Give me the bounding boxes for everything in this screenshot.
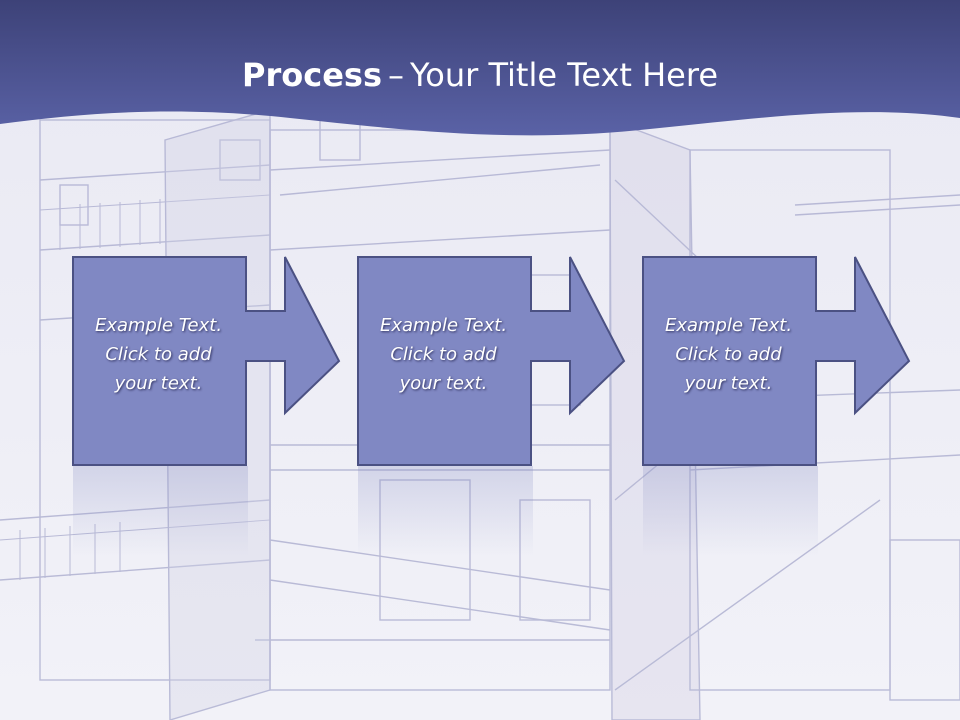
slide-title[interactable]: Process–Your Title Text Here [0, 52, 960, 98]
step-1-reflection [73, 466, 248, 556]
process-step-2[interactable]: Example Text. Click to add your text. [356, 255, 628, 469]
title-strong: Process [242, 56, 382, 94]
step-text-line-1: Example Text. [379, 315, 508, 336]
step-text-line-3: your text. [114, 373, 203, 394]
header-banner [0, 0, 960, 136]
step-text[interactable]: Example Text. Click to add your text. [356, 311, 531, 398]
step-text[interactable]: Example Text. Click to add your text. [71, 311, 246, 398]
step-arrow-shape [642, 256, 911, 466]
step-text-line-2: Click to add [675, 344, 782, 365]
step-text-line-2: Click to add [105, 344, 212, 365]
step-text-line-1: Example Text. [664, 315, 793, 336]
step-text-line-3: your text. [399, 373, 488, 394]
step-3-reflection [643, 466, 818, 556]
process-step-3[interactable]: Example Text. Click to add your text. [641, 255, 913, 469]
title-rest: Your Title Text Here [409, 56, 718, 94]
step-text-line-3: your text. [684, 373, 773, 394]
step-arrow-shape [72, 256, 341, 466]
step-2-reflection [358, 466, 533, 556]
title-separator: – [387, 56, 404, 94]
step-text[interactable]: Example Text. Click to add your text. [641, 311, 816, 398]
step-text-line-1: Example Text. [94, 315, 223, 336]
process-step-1[interactable]: Example Text. Click to add your text. [71, 255, 343, 469]
step-text-line-2: Click to add [390, 344, 497, 365]
step-arrow-shape [357, 256, 626, 466]
